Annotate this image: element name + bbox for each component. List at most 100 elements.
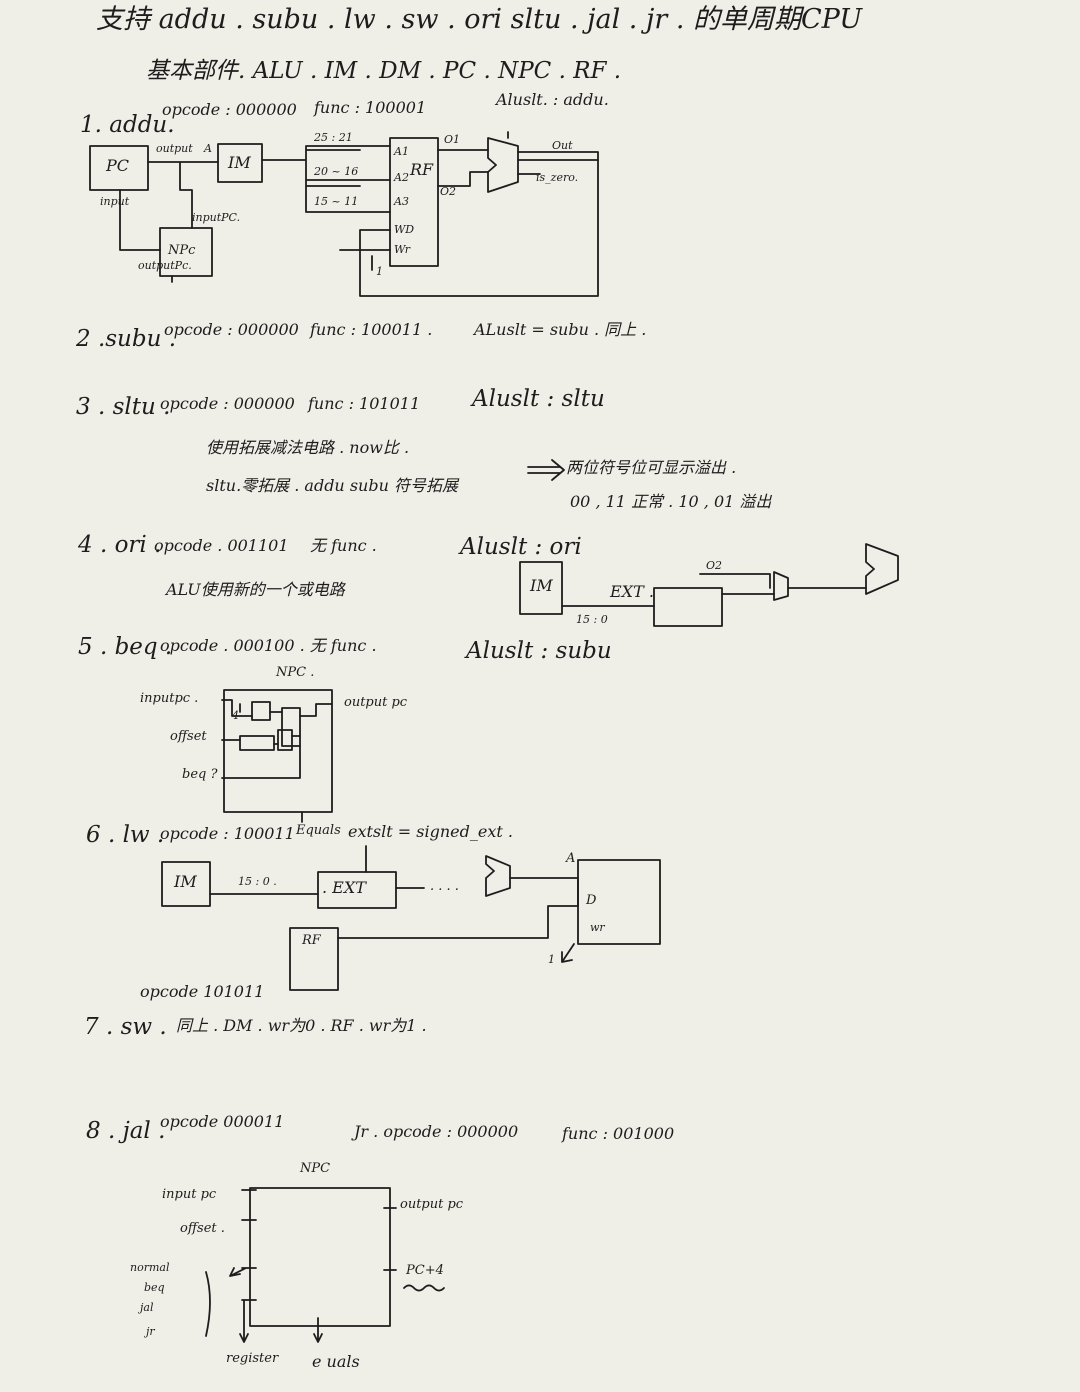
- npc-box: [159, 227, 213, 277]
- section-3-heading: 3 . sltu .: [76, 394, 171, 420]
- npc-label: NPc: [168, 243, 196, 258]
- s8-jr: Jr . opcode : 000000: [354, 1122, 519, 1141]
- s5-aluslt: Aluslt : subu: [466, 638, 612, 664]
- lw-ext-label: . EXT: [322, 878, 366, 897]
- section-2-heading: 2 .subu .: [76, 326, 177, 352]
- beq-offset: offset: [170, 729, 207, 744]
- s1-one: 1: [376, 265, 383, 278]
- jal-register: register: [226, 1351, 279, 1366]
- s6-equals: Equals: [296, 823, 341, 838]
- jal-outputpc: output pc: [400, 1197, 464, 1212]
- ori-ext-label: EXT .: [610, 582, 654, 601]
- s3-opcode: opcode : 000000: [160, 394, 295, 413]
- ori-wires: [561, 573, 867, 607]
- lw-a: A: [566, 851, 576, 866]
- jal-beq: beq: [144, 1281, 165, 1294]
- lw-im-box: [161, 861, 211, 907]
- lw-mux: [485, 855, 511, 897]
- lw-ext-box: [317, 871, 397, 909]
- alu-shape: [487, 137, 519, 193]
- s1-func: func : 100001: [314, 98, 427, 117]
- lw-dots: . . . .: [430, 879, 459, 894]
- s3-note-1: 使用拓展减法电路 . now比 .: [206, 438, 410, 457]
- s3-aluslt: Aluslt : sltu: [472, 386, 605, 412]
- output-label: output: [156, 142, 193, 155]
- pc-to-im-wire: [119, 161, 219, 283]
- jal-jal: jal: [140, 1301, 154, 1314]
- beq-npc-label: NPC .: [276, 665, 315, 680]
- ori-bits: 15 : 0: [576, 613, 608, 626]
- ori-mux: [773, 571, 789, 601]
- beq-mux: [281, 707, 301, 747]
- im-label: IM: [228, 153, 251, 172]
- jal-offset: offset .: [180, 1221, 225, 1236]
- rf-wd-wire: [339, 151, 599, 297]
- inputpc-label: inputPC.: [192, 211, 241, 224]
- s6-extslt: extslt = signed_ext .: [348, 822, 513, 841]
- lw-d: D: [586, 893, 597, 908]
- s2-opcode: opcode : 000000: [164, 320, 299, 339]
- s2-func: func : 100011 .: [310, 320, 433, 339]
- section-7-heading: 7 . sw .: [84, 1014, 167, 1040]
- im-box: [217, 143, 263, 183]
- pc-label: PC: [106, 156, 130, 175]
- beq-inputpc: inputpc .: [140, 691, 199, 706]
- lw-rf-box: [289, 927, 339, 991]
- section-4-heading: 4 . ori .: [78, 532, 162, 558]
- o2-label: O2: [440, 185, 457, 198]
- jal-inputpc: input pc: [162, 1187, 217, 1202]
- jal-jr: jr: [146, 1325, 155, 1338]
- s1-opcode: opcode : 000000: [162, 100, 297, 119]
- beq-npc-box: [223, 689, 333, 813]
- bits-15-11: 15 ~ 11: [314, 195, 359, 208]
- outputpc-label: outputPc.: [138, 259, 192, 272]
- section-8-heading: 8 . jal .: [86, 1118, 166, 1144]
- bits-25-21: 25 : 21: [314, 131, 353, 144]
- lw-wires: [209, 845, 579, 939]
- lw-one-arrow: [561, 943, 575, 963]
- ori-alu: [865, 543, 899, 595]
- jal-brace: [205, 1271, 211, 1337]
- lw-rf-label: RF: [302, 933, 321, 948]
- beq-outputpc: output pc: [344, 695, 408, 710]
- alu-out-wire: [517, 159, 599, 175]
- out-label: Out: [552, 139, 573, 152]
- lw-one: 1: [548, 953, 555, 966]
- im-to-rf-wire: [261, 145, 391, 213]
- s7-opcode: opcode 101011: [140, 982, 265, 1001]
- beq-adder1: [251, 701, 271, 721]
- jal-npc-ports: [229, 1189, 397, 1343]
- s1-aluslt: Aluslt. : addu.: [496, 90, 609, 109]
- s8-func: func : 001000: [562, 1124, 675, 1143]
- ori-im-label: IM: [530, 576, 553, 595]
- rf-a2: A2: [394, 171, 409, 184]
- s4-note: ALU使用新的一个或电路: [166, 580, 345, 599]
- rf-box: [389, 137, 439, 267]
- beq-adder3: [277, 729, 293, 751]
- rf-label: RF: [410, 160, 434, 179]
- s3-func: func : 101011: [308, 394, 421, 413]
- rf-wr: Wr: [394, 243, 411, 256]
- jal-npc-box: [249, 1187, 391, 1327]
- lw-im-label: IM: [174, 872, 197, 891]
- page-title: 支持 addu . subu . lw . sw . ori sltu . ja…: [96, 4, 863, 35]
- s2-aluslt: ALuslt = subu . 同上 .: [474, 320, 647, 339]
- beq-beq: beq ?: [182, 767, 218, 782]
- iszero-label: is_zero.: [536, 171, 579, 184]
- pc-box: [89, 145, 149, 191]
- jal-pc4: PC+4: [406, 1263, 444, 1278]
- s4-func: 无 func .: [310, 536, 377, 555]
- ori-ext-box: [653, 587, 723, 627]
- bits-20-16: 20 ~ 16: [314, 165, 359, 178]
- jal-normal: normal: [130, 1261, 170, 1274]
- ori-o2: O2: [706, 559, 723, 572]
- s3-note-4: 00 , 11 正常 . 10 , 01 溢出: [570, 492, 772, 511]
- arrow-sltu: [527, 459, 565, 481]
- o1-label: O1: [444, 133, 461, 146]
- rf-a3: A3: [394, 195, 409, 208]
- ori-im-box: [519, 561, 563, 615]
- beq-wires: [221, 699, 333, 823]
- s4-aluslt: Aluslt : ori: [460, 534, 582, 560]
- s3-note-2: sltu.零拓展 . addu subu 符号拓展: [206, 476, 458, 495]
